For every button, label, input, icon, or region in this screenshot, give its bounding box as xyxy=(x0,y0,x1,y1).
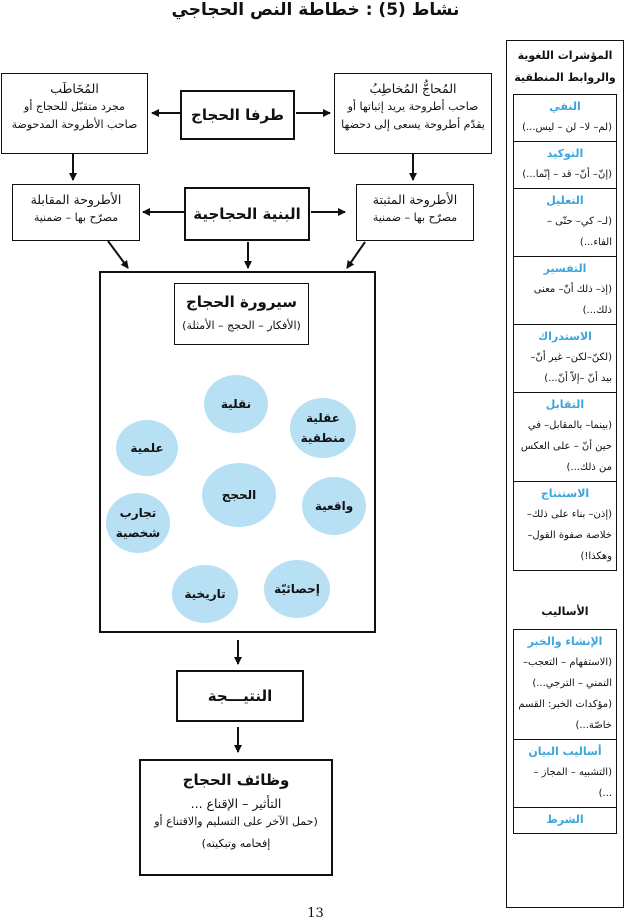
style-text: (مؤكدات الخبر: القسم xyxy=(518,699,612,710)
functions-box: وظائف الحجاج التأثير – الإقناع ... (حمل … xyxy=(139,759,333,876)
style-label: الإنشاء والخبر xyxy=(527,635,603,648)
indicator-text: خلاصة صفوة القول– xyxy=(527,530,612,541)
addressee-box: المُخَاطَب مجرد متقبّل للحجاج أو صاحب ال… xyxy=(1,73,148,154)
addressee-title: المُخَاطَب xyxy=(50,81,99,96)
indicators-list: النفي (لم– لا– لن – ليس...) التوكيد (إنّ… xyxy=(513,94,617,571)
argument-type-aqli: عقلية منطقية xyxy=(290,398,356,458)
functions-line-3: إفحامه وتبكيته) xyxy=(201,837,271,850)
parties-box: طرفا الحجاج xyxy=(180,90,295,140)
style-bayan: أساليب البيان (التشبيه – المجاز – ...) xyxy=(514,740,616,808)
indicator-causation: التعليل (لـ– كي– حتّى – الفاء...) xyxy=(514,189,616,257)
result-label: النتيـــجة xyxy=(207,687,273,705)
indicator-text: من ذلك...) xyxy=(566,462,612,473)
indicator-label: التعليل xyxy=(546,194,584,207)
argument-type-ilmi: علمية xyxy=(116,420,178,476)
opposed-thesis-title: الأطروحة المقابلة xyxy=(30,192,122,207)
result-box: النتيـــجة xyxy=(176,670,304,722)
indicator-text: (لم– لا– لن – ليس...) xyxy=(522,122,612,133)
indicator-label: التقابل xyxy=(545,398,585,411)
indicator-conclusion: الاستنتاج (إذن– بناء على ذلك– خلاصة صفوة… xyxy=(514,482,616,570)
indicator-contrast: التقابل (بينما– بالمقابل– في حين أنّ – ع… xyxy=(514,393,616,482)
functions-title: وظائف الحجاج xyxy=(182,771,290,789)
indicator-explanation: التفسير (إذ– ذلك أنّ– معنى ذلك...) xyxy=(514,257,616,325)
arguer-box: المُحاجُّ المُخاطِبُ صاحب أطروحة يريد إث… xyxy=(334,73,492,154)
arguments-center: الحجج xyxy=(202,463,276,527)
style-text: (التشبيه – المجاز – ...) xyxy=(533,767,612,799)
opposed-thesis-box: الأطروحة المقابلة مصرّح بها – ضمنية xyxy=(12,184,140,241)
affirmed-thesis-title: الأطروحة المثبتة xyxy=(372,192,458,207)
structure-label: البنية الحجاجية xyxy=(193,205,301,223)
sidebar-heading-line-2: والروابط المنطقية xyxy=(514,71,616,84)
indicator-text: (لـ– كي– حتّى – xyxy=(546,216,612,227)
indicator-text: حين أنّ – على العكس xyxy=(520,441,612,452)
opposed-thesis-sub: مصرّح بها – ضمنية xyxy=(33,211,119,224)
functions-line-2: (حمل الآخر على التسليم والاقتناع أو xyxy=(154,815,318,828)
indicator-text: (بينما– بالمقابل– في xyxy=(527,420,612,431)
indicator-text: (لكنّ–لكن– غير أنّ– xyxy=(530,352,612,363)
style-text: خاصّة...) xyxy=(575,720,612,731)
indicator-text: الفاء...) xyxy=(579,237,612,248)
indicator-negation: النفي (لم– لا– لن – ليس...) xyxy=(514,95,616,142)
indicator-label: النفي xyxy=(549,100,581,113)
sidebar-panel: المؤشرات اللغوية والروابط المنطقية النفي… xyxy=(506,40,624,908)
style-text: التمني – الترجي...) xyxy=(532,678,612,689)
indicator-text: (إذ– ذلك أنّ– معنى xyxy=(533,284,612,295)
argument-type-ihsai: إحصائيّة xyxy=(264,560,330,618)
page-title: نشاط (5) : خطاطة النص الحجاجي xyxy=(171,0,460,20)
indicator-emphasis: التوكيد (إنّ– أنّ– قد – إنّما...) xyxy=(514,142,616,189)
styles-heading: الأساليب xyxy=(541,605,589,618)
indicator-text: وهكذا!) xyxy=(580,551,612,562)
arguer-line-2: يقدّم أطروحة يسعى إلى دحضها xyxy=(341,118,485,131)
process-sub: (الأفكار – الحجج – الأمثلة) xyxy=(182,319,301,332)
style-text: (الاستفهام – التعجب– xyxy=(523,657,612,668)
structure-box: البنية الحجاجية xyxy=(184,187,310,241)
indicator-text: (إنّ– أنّ– قد – إنّما...) xyxy=(522,169,612,180)
functions-line-1: التأثير – الإقناع ... xyxy=(190,796,282,811)
addressee-line-2: صاحب الأطروحة المدحوضة xyxy=(11,118,138,131)
indicator-text: بيد أنّ –إلاّ أنّ...) xyxy=(544,373,612,384)
argument-type-tajarib: تجارب شخصية xyxy=(106,493,170,553)
indicator-label: الاستدراك xyxy=(538,330,592,343)
indicator-label: التوكيد xyxy=(546,147,584,160)
style-condition: الشرط xyxy=(514,808,616,833)
indicator-text: (إذن– بناء على ذلك– xyxy=(526,509,612,520)
page-number: 13 xyxy=(307,906,324,921)
argument-type-tarikhi: تاريخية xyxy=(172,565,238,623)
indicator-label: التفسير xyxy=(543,262,587,275)
arguer-line-1: صاحب أطروحة يريد إثباتها أو xyxy=(347,100,479,113)
addressee-line-1: مجرد متقبّل للحجاج أو xyxy=(24,100,125,113)
affirmed-thesis-box: الأطروحة المثبتة مصرّح بها – ضمنية xyxy=(356,184,474,241)
style-label: الشرط xyxy=(546,813,584,826)
indicator-concession: الاستدراك (لكنّ–لكن– غير أنّ– بيد أنّ –إ… xyxy=(514,325,616,393)
styles-list: الإنشاء والخبر (الاستفهام – التعجب– التم… xyxy=(513,629,617,834)
style-insha-khabar: الإنشاء والخبر (الاستفهام – التعجب– التم… xyxy=(514,630,616,740)
process-title-box: سيرورة الحجاج (الأفكار – الحجج – الأمثلة… xyxy=(174,283,309,345)
process-title: سيرورة الحجاج xyxy=(185,293,298,311)
sidebar-heading-line-1: المؤشرات اللغوية xyxy=(517,49,613,62)
arrow-opposed-to-process xyxy=(107,240,129,269)
argument-type-naqli: نقلية xyxy=(204,375,268,433)
indicator-text: ذلك...) xyxy=(582,305,612,316)
style-label: أساليب البيان xyxy=(528,745,602,758)
indicator-label: الاستنتاج xyxy=(540,487,590,500)
argument-type-waqii: واقعية xyxy=(302,477,366,535)
arguer-title: المُحاجُّ المُخاطِبُ xyxy=(369,81,457,96)
affirmed-thesis-sub: مصرّح بها – ضمنية xyxy=(372,211,458,224)
parties-label: طرفا الحجاج xyxy=(191,106,284,124)
arrow-affirmed-to-process xyxy=(346,241,366,269)
